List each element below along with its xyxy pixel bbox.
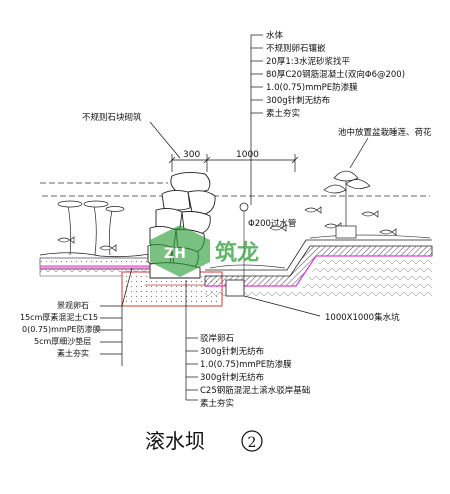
bottom-layer-label: 1.0(0.75)mmPE防渗膜 xyxy=(200,359,292,370)
left-layer-label: 15cm厚素混泥土C15 xyxy=(20,312,98,322)
lotus-plant-icon xyxy=(323,170,371,239)
dimension-1000: 1000 xyxy=(236,150,259,160)
diagram-title: 滚水坝 xyxy=(145,429,205,453)
title-number-circle xyxy=(241,430,263,452)
plant-label: 池中放置盆栽睡莲、荷花 xyxy=(338,127,432,138)
stone-label: 不规则石块砌筑 xyxy=(82,112,142,123)
left-callout-leader xyxy=(100,267,133,366)
bottom-layer-label: 300g针刺无纺布 xyxy=(200,346,264,357)
bottom-layer-label: C25钢筋混泥土滚水驳岸基础 xyxy=(200,385,310,396)
left-layer-label: 景观卵石 xyxy=(57,300,89,310)
watermark-text: 筑龙 xyxy=(215,240,259,266)
left-layer-list: 景观卵石 15cm厚素混泥土C15 0(0.75)mmPE防渗膜 5cm厚细沙垫… xyxy=(20,300,101,358)
bottom-layer-label: 驳岸卵石 xyxy=(200,333,234,344)
dimension-line xyxy=(168,154,299,172)
title-number: 2 xyxy=(248,435,257,451)
fish-icons xyxy=(57,206,397,252)
watermark-logo: ZH xyxy=(150,225,210,277)
bottom-callout-leader xyxy=(185,280,198,401)
layer-label: 素土夯实 xyxy=(266,108,300,119)
pit-leader xyxy=(243,295,321,317)
top-callout-leader xyxy=(250,34,263,205)
left-layer-label: 5cm厚细沙垫层 xyxy=(34,336,91,346)
layer-label: 水体 xyxy=(266,30,284,41)
bottom-layer-label: 300g针刺无纺布 xyxy=(200,372,264,383)
svg-text:ZH: ZH xyxy=(164,246,186,262)
layer-label: 300g针刺无纺布 xyxy=(266,95,330,106)
bottom-layer-label: 素土夯实 xyxy=(200,398,234,409)
right-pond-bed xyxy=(204,234,433,300)
overflow-pipe xyxy=(239,202,249,212)
layer-label: 不规则卵石镶嵌 xyxy=(266,43,326,54)
layer-label: 80厚C20钢筋混凝土(双向Φ6@200) xyxy=(266,69,405,80)
pit-label: 1000X1000集水坑 xyxy=(325,312,400,323)
left-layer-label: 素土夯实 xyxy=(57,348,89,358)
plant-leader xyxy=(349,137,369,169)
left-layer-label: 0(0.75)mmPE防渗膜 xyxy=(22,324,101,334)
dimension-300: 300 xyxy=(183,150,200,160)
top-layer-list: 水体 不规则卵石镶嵌 20厚1:3水泥砂浆找平 80厚C20钢筋混凝土(双向Φ6… xyxy=(266,30,405,119)
water-plants-left xyxy=(57,200,125,256)
stone-leader xyxy=(149,121,181,159)
bottom-layer-list: 驳岸卵石 300g针刺无纺布 1.0(0.75)mmPE防渗膜 300g针刺无纺… xyxy=(200,333,310,409)
layer-label: 20厚1:3水泥砂浆找平 xyxy=(266,56,350,67)
pipe-label: Φ200过水管 xyxy=(248,218,296,229)
layer-label: 1.0(0.75)mmPE防渗膜 xyxy=(266,82,358,93)
